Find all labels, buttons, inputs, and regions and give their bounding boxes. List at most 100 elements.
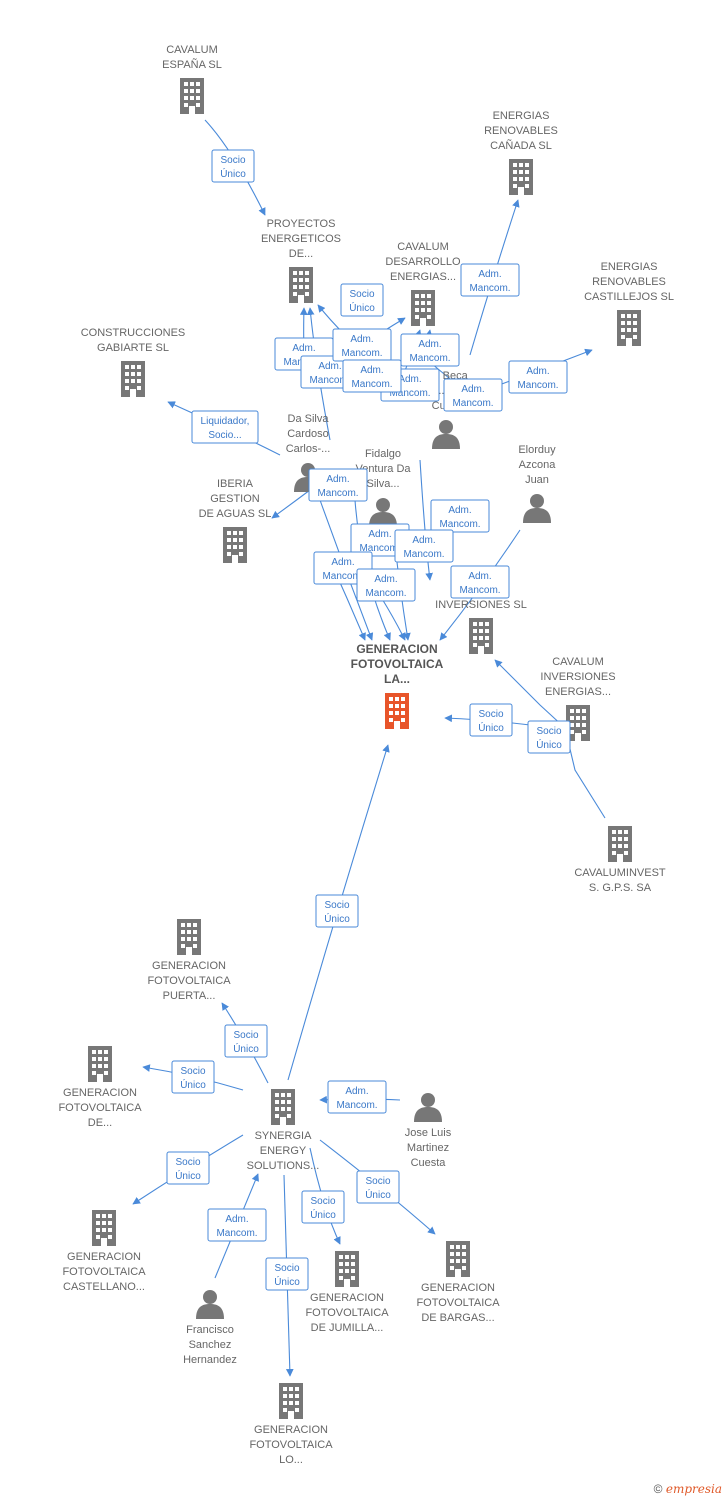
node-label-line: ENERGIAS... [545, 686, 611, 698]
edge-label-box [308, 468, 368, 502]
edge-label-e_jose_luis[interactable]: Adm.Mancom. [327, 1080, 387, 1114]
node-label-line: INVERSIONES SL [435, 599, 527, 611]
edge-label-e_canada[interactable]: Adm.Mancom. [460, 263, 520, 297]
edge-label-e_desarrollo_adm3[interactable]: Adm.Mancom. [400, 333, 460, 367]
edge-label-text: Mancom. [389, 388, 430, 399]
edge-label-text: Adm. [526, 366, 549, 377]
company-icon [180, 78, 204, 114]
node-label-line: PUERTA... [163, 990, 216, 1002]
node-label-line: CAVALUM [397, 241, 449, 253]
node-gf_puerta[interactable]: GENERACIONFOTOVOLTAICAPUERTA... [147, 919, 231, 1002]
node-da_silva[interactable]: Da SilvaCardosoCarlos-... [286, 413, 331, 492]
edge-label-text: Adm. [461, 384, 484, 395]
edge-label-box [171, 1060, 215, 1094]
node-label-line: ENERGIAS [601, 261, 658, 273]
copyright-symbol: © [653, 1482, 663, 1496]
node-synergia[interactable]: SYNERGIAENERGYSOLUTIONS... [247, 1089, 320, 1172]
edge-label-e_main_adm3[interactable]: Adm.Mancom. [430, 499, 490, 533]
edge-label-text: Único [536, 738, 562, 751]
company-icon [469, 618, 493, 654]
edge-label-e_beca_adm[interactable]: Adm.Mancom. [443, 378, 503, 412]
node-label-line: CONSTRUCCIONES [81, 327, 186, 339]
edge-label-box [460, 263, 520, 297]
node-label-line: GABIARTE SL [97, 342, 169, 354]
edge-label-e_construcciones[interactable]: Liquidador,Socio... [191, 410, 259, 444]
edge-label-text: Socio [365, 1176, 390, 1187]
edge-label-text: Mancom. [359, 543, 400, 554]
edge-label-box [342, 359, 402, 393]
node-gf_de[interactable]: GENERACIONFOTOVOLTAICADE... [58, 1046, 142, 1129]
edge-label-text: Mancom. [336, 1100, 377, 1111]
node-label-line: RENOVABLES [592, 276, 666, 288]
edge-label-box [211, 149, 255, 183]
node-cavalum_desarrollo[interactable]: CAVALUMDESARROLLOENERGIAS... [385, 241, 461, 326]
node-cavalum_inversiones[interactable]: CAVALUM INVERSIONES ENERGIAS... [540, 656, 616, 741]
edge-label-text: Adm. [360, 365, 383, 376]
node-label-line: Francisco [186, 1324, 234, 1336]
edge-label-text: Socio [233, 1030, 258, 1041]
edge-label-e_main_adm6[interactable]: Adm.Mancom. [356, 568, 416, 602]
company-icon [279, 1383, 303, 1419]
brand-footer[interactable]: © empresia [654, 1482, 722, 1496]
node-proyectos[interactable]: PROYECTOSENERGETICOSDE... [261, 218, 341, 303]
edge-label-e_main_adm4[interactable]: Adm.Mancom. [394, 529, 454, 563]
edge-label-text: Socio [349, 289, 374, 300]
edge-label-text: Único [349, 301, 375, 314]
node-inversiones[interactable]: INVERSIONES SL [435, 599, 527, 654]
edge-label-text: Único [180, 1078, 206, 1091]
edge-label-e_inversiones_adm[interactable]: Adm.Mancom. [450, 565, 510, 599]
edge-label-text: Mancom. [459, 585, 500, 596]
node-label-line: CASTILLEJOS SL [584, 291, 674, 303]
company-icon [509, 159, 533, 195]
edge-label-box [430, 499, 490, 533]
edge-label-text: Socio [220, 155, 245, 166]
node-label-line: GENERACION [356, 642, 437, 656]
node-label-line: Sanchez [189, 1339, 232, 1351]
node-label-line: ENERGIAS [493, 110, 550, 122]
edge-label-text: Mancom. [351, 379, 392, 390]
edge-label-e_castillejos[interactable]: Adm.Mancom. [508, 360, 568, 394]
node-label-line: Carlos-... [286, 443, 331, 455]
node-label-line: CAVALUM [552, 656, 604, 668]
company-icon [446, 1241, 470, 1277]
edge-label-text: Mancom. [322, 571, 363, 582]
edge-label-e_iberia[interactable]: Adm.Mancom. [308, 468, 368, 502]
node-gf_castellano[interactable]: GENERACIONFOTOVOLTAICACASTELLANO... [62, 1210, 146, 1293]
node-label-line: DE BARGAS... [421, 1312, 494, 1324]
node-construcciones[interactable]: CONSTRUCCIONES GABIARTE SL [81, 327, 186, 397]
node-gf_lo[interactable]: GENERACIONFOTOVOLTAICALO... [249, 1383, 333, 1466]
node-label-line: Cardoso [287, 428, 329, 440]
edge-label-e_francisco_adm[interactable]: Adm.Mancom. [207, 1208, 267, 1242]
edge-label-e_desarrollo_adm1[interactable]: Adm.Mancom. [332, 328, 392, 362]
edge-label-text: Mancom. [317, 488, 358, 499]
node-label-line: LO... [279, 1454, 303, 1466]
node-energias_castillejos[interactable]: ENERGIAS RENOVABLES CASTILLEJOS SL [584, 261, 674, 346]
brand-logo: empresia [665, 1482, 722, 1496]
edge-label-text: Socio [536, 726, 561, 737]
edge-label-e_main_adm1[interactable]: Adm. Mancom. [342, 359, 402, 393]
node-main[interactable]: GENERACIONFOTOVOLTAICALA... [351, 642, 444, 729]
node-label-line: INVERSIONES [540, 671, 615, 683]
